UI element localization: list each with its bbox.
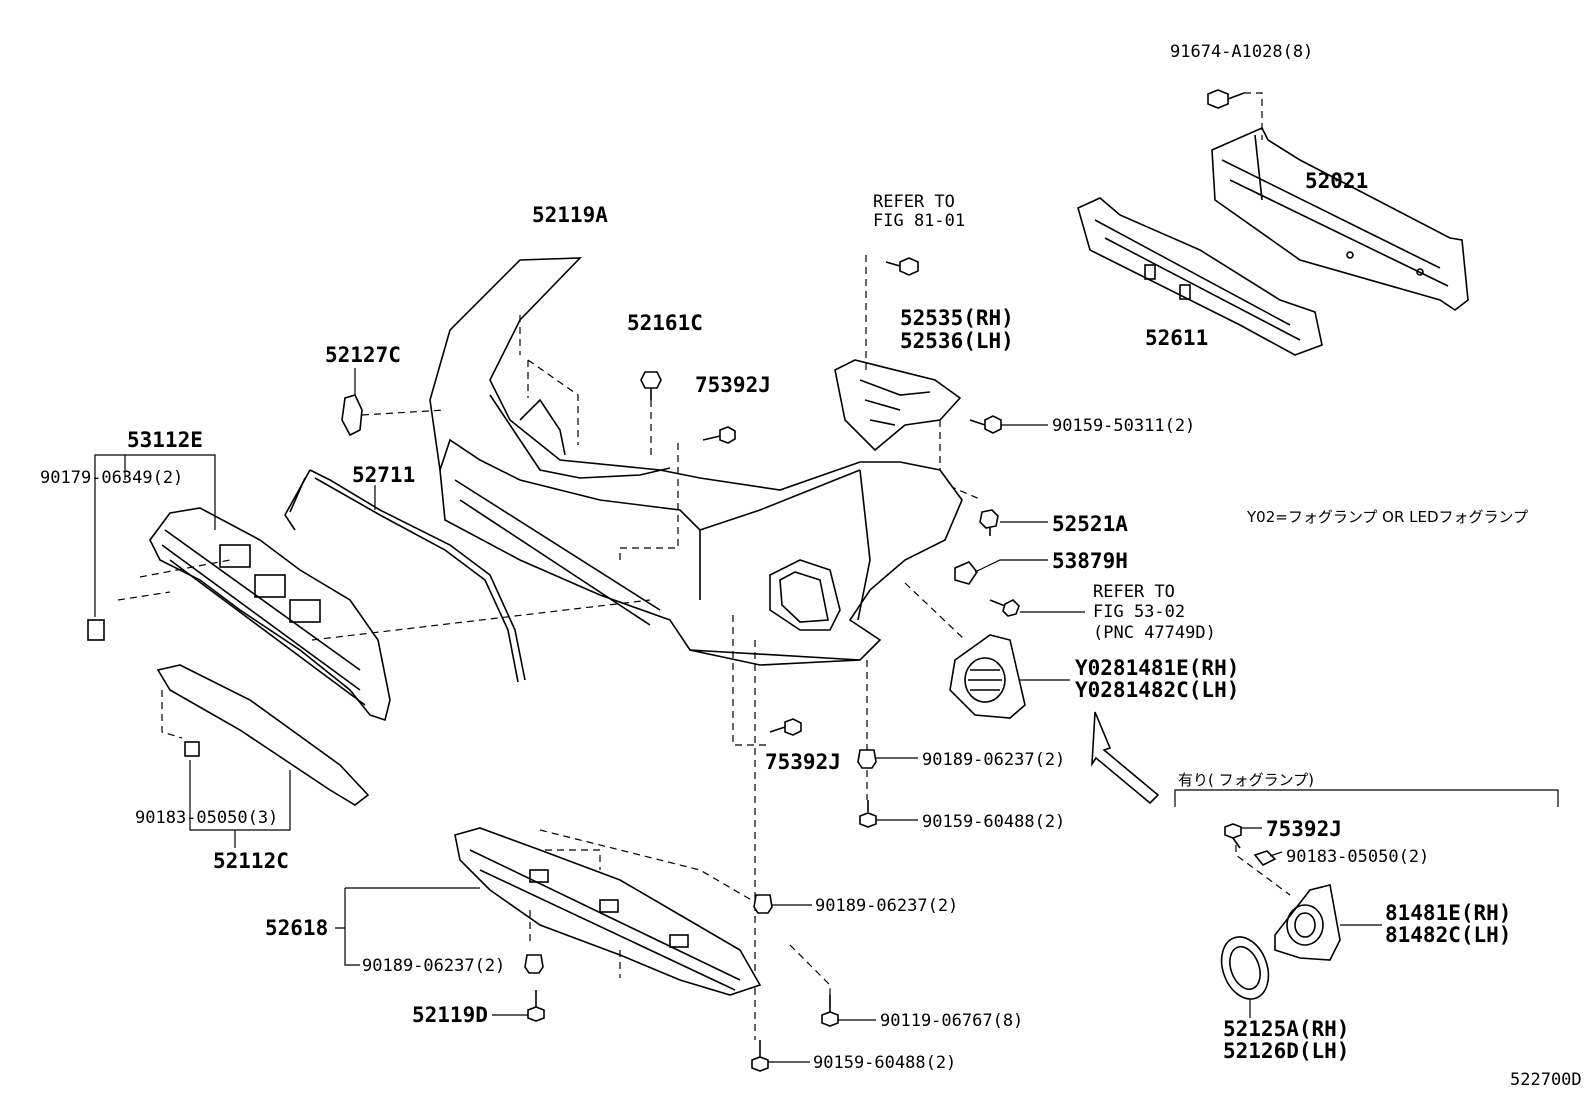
clip-52521A: [979, 509, 999, 536]
label-75392J-fog: 75392J: [1266, 817, 1342, 841]
label-Y0281482C: Y0281482C(LH): [1075, 678, 1239, 702]
label-81481E: 81481E(RH): [1385, 901, 1511, 925]
fog-group-bracket: [1174, 789, 1559, 807]
label-90183-main: 90183-05050(3): [135, 808, 278, 828]
label-90159-60488-b: 90159-60488(2): [813, 1053, 956, 1073]
side-bracket-52535: [834, 359, 962, 452]
label-90119: 90119-06767(8): [880, 1011, 1023, 1031]
energy-absorber-52611: [1077, 197, 1323, 356]
figure-code: 522700D: [1510, 1070, 1582, 1090]
bolt-refer-81: [885, 257, 919, 276]
label-75392J-top: 75392J: [695, 373, 771, 397]
label-52119A: 52119A: [532, 203, 608, 227]
label-90159-60488-a: 90159-60488(2): [922, 812, 1065, 832]
label-53879H: 53879H: [1052, 549, 1128, 573]
label-Y0281481E: Y0281481E(RH): [1075, 656, 1239, 680]
screw-52119D: [527, 990, 545, 1022]
bolt-91674: [1207, 89, 1245, 109]
note-y02: Y02=フォグランプ OR LEDフォグランプ: [1246, 508, 1528, 526]
bumper-cover-52119A: [429, 257, 963, 666]
bracket-52127C: [341, 394, 363, 437]
lower-molding-52112C: [156, 664, 370, 806]
clip-90189-b: [753, 894, 773, 914]
arrow-icon: [1091, 711, 1160, 805]
label-52119D: 52119D: [412, 1003, 488, 1027]
label-52618: 52618: [265, 916, 328, 940]
retainer-53879H: [954, 561, 978, 585]
label-90189-a: 90189-06237(2): [922, 750, 1065, 770]
screw-90119: [821, 995, 839, 1027]
label-52126D: 52126D(LH): [1223, 1039, 1349, 1063]
label-52021: 52021: [1305, 169, 1368, 193]
label-81482C: 81482C(LH): [1385, 923, 1511, 947]
label-52535: 52535(RH): [900, 306, 1014, 330]
bumper-reinforcement-52021: [1211, 126, 1469, 311]
fog-cover-81481E: [1274, 884, 1341, 961]
clip-90183-fog: [1253, 850, 1277, 867]
label-refer-81-line2: FIG 81-01: [873, 211, 965, 231]
clip-90183-main: [184, 741, 200, 757]
screw-90159-50311: [969, 415, 1002, 434]
label-90179: 90179-06349(2): [40, 468, 183, 488]
label-52112C: 52112C: [213, 849, 289, 873]
fog-group-header: 有り( フォグランプ): [1178, 771, 1314, 789]
nut-90179: [87, 619, 105, 641]
label-52127C: 52127C: [325, 343, 401, 367]
label-52521A: 52521A: [1052, 512, 1128, 536]
clip-90189-a: [857, 749, 877, 769]
label-52536: 52536(LH): [900, 329, 1014, 353]
screw-90159-60488-b: [751, 1040, 769, 1072]
label-52711: 52711: [352, 463, 415, 487]
fog-bezel-52125A: [1220, 936, 1270, 1000]
label-75392J-mid: 75392J: [765, 750, 841, 774]
label-refer-53-line1: REFER TO: [1093, 582, 1175, 602]
label-refer-53-line3: (PNC 47749D): [1093, 623, 1216, 643]
clip-90189-c: [524, 954, 544, 974]
screw-75392J-top: [702, 426, 736, 444]
screw-75392J-fog: [1224, 823, 1242, 849]
label-52611: 52611: [1145, 326, 1208, 350]
label-91674: 91674-A1028(8): [1170, 42, 1313, 62]
clip-52161C: [640, 371, 662, 400]
screw-refer-53: [989, 599, 1020, 617]
undercover-52618: [454, 827, 762, 996]
label-53112E: 53112E: [127, 428, 203, 452]
label-52161C: 52161C: [627, 311, 703, 335]
label-refer-53-line2: FIG 53-02: [1093, 602, 1185, 622]
label-90189-b: 90189-06237(2): [815, 896, 958, 916]
label-52125A: 52125A(RH): [1223, 1017, 1349, 1041]
screw-75392J-mid: [769, 718, 802, 736]
label-90159-50311: 90159-50311(2): [1052, 416, 1195, 436]
screw-90159-60488-a: [859, 800, 877, 828]
label-90189-c: 90189-06237(2): [362, 956, 505, 976]
molding-52711: [284, 469, 526, 683]
fog-cover-Y02: [949, 634, 1026, 719]
label-refer-81-line1: REFER TO: [873, 192, 955, 212]
label-90183-fog: 90183-05050(2): [1286, 847, 1429, 867]
